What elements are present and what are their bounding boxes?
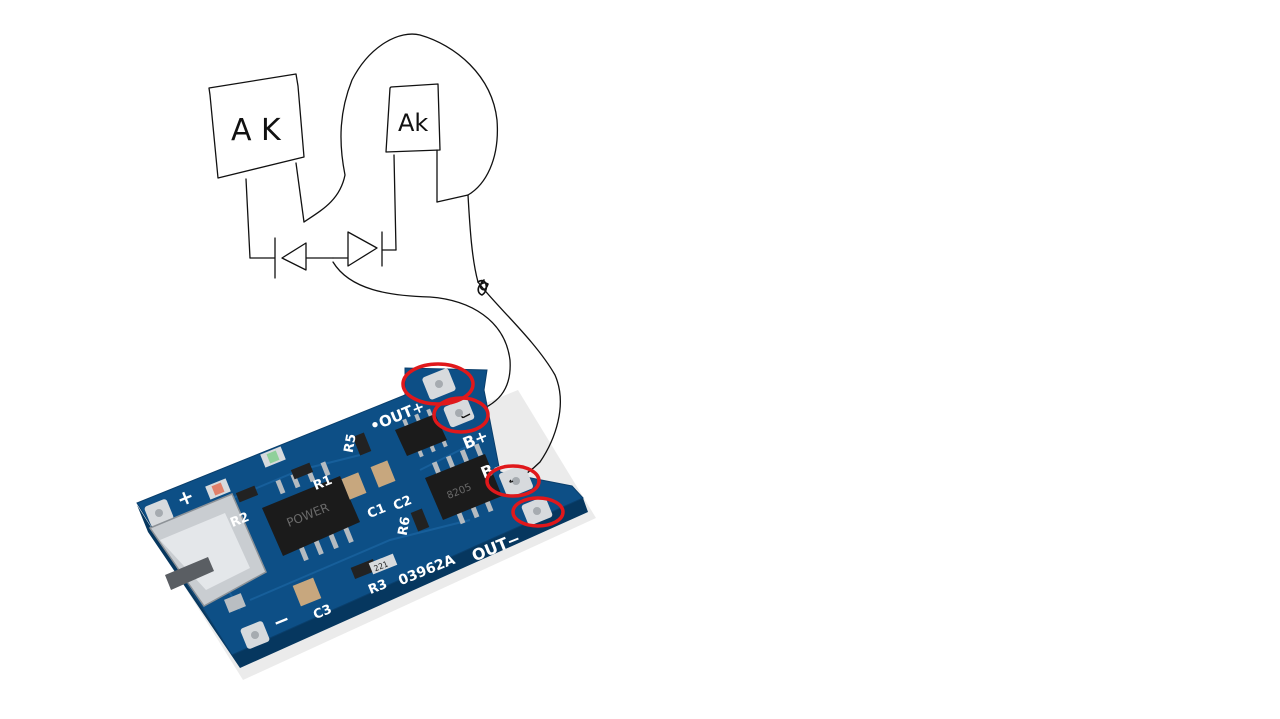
label-r3: R3 xyxy=(366,577,389,598)
highlight-b-plus xyxy=(432,396,490,434)
battery-left-label: A K xyxy=(231,113,282,148)
diode-right-symbol xyxy=(332,231,397,267)
highlight-b-minus xyxy=(485,464,541,498)
wire-to-b-minus xyxy=(467,194,561,482)
chip-main: POWER xyxy=(262,461,360,562)
wire-endpoints xyxy=(461,413,514,483)
resistor-r1 xyxy=(290,462,314,480)
battery-left-box xyxy=(208,73,305,179)
label-c2: C2 xyxy=(391,493,414,514)
cap-c3 xyxy=(292,577,322,607)
resistor-r2 xyxy=(235,485,259,503)
label-c1: C1 xyxy=(365,501,388,522)
board-pads xyxy=(144,368,553,649)
hand-drawn-sketch xyxy=(208,33,561,482)
micro-usb-connector xyxy=(148,493,267,613)
battery-right-label: Ak xyxy=(398,109,428,137)
smd-components: 221 xyxy=(205,432,430,607)
wire-loop-top xyxy=(303,33,499,223)
highlight-out-minus xyxy=(511,496,565,528)
cap-c2 xyxy=(370,460,396,488)
chip-protection xyxy=(395,408,448,458)
label-r5: R5 xyxy=(342,433,360,454)
battery-right-box xyxy=(385,83,441,153)
chip-mosfet: 8205 xyxy=(425,443,502,525)
label-r1: R1 xyxy=(311,473,334,494)
highlight-circles xyxy=(401,362,565,528)
label-c3: C3 xyxy=(311,602,334,623)
label-r6: R6 xyxy=(396,516,414,537)
wire-to-b-plus xyxy=(332,261,511,415)
cap-c1 xyxy=(341,472,367,500)
wire-left-leg-1 xyxy=(245,178,251,259)
diode-left-symbol xyxy=(249,237,334,279)
label-r2: R2 xyxy=(228,510,251,531)
resistor-r5 xyxy=(352,432,372,456)
wire-splice-scribble xyxy=(477,279,489,296)
wire-right-leg-2 xyxy=(393,154,397,251)
wire-left-leg-2 xyxy=(295,162,305,223)
charger-board: POWER xyxy=(136,367,596,680)
resistor-r6 xyxy=(410,508,430,532)
